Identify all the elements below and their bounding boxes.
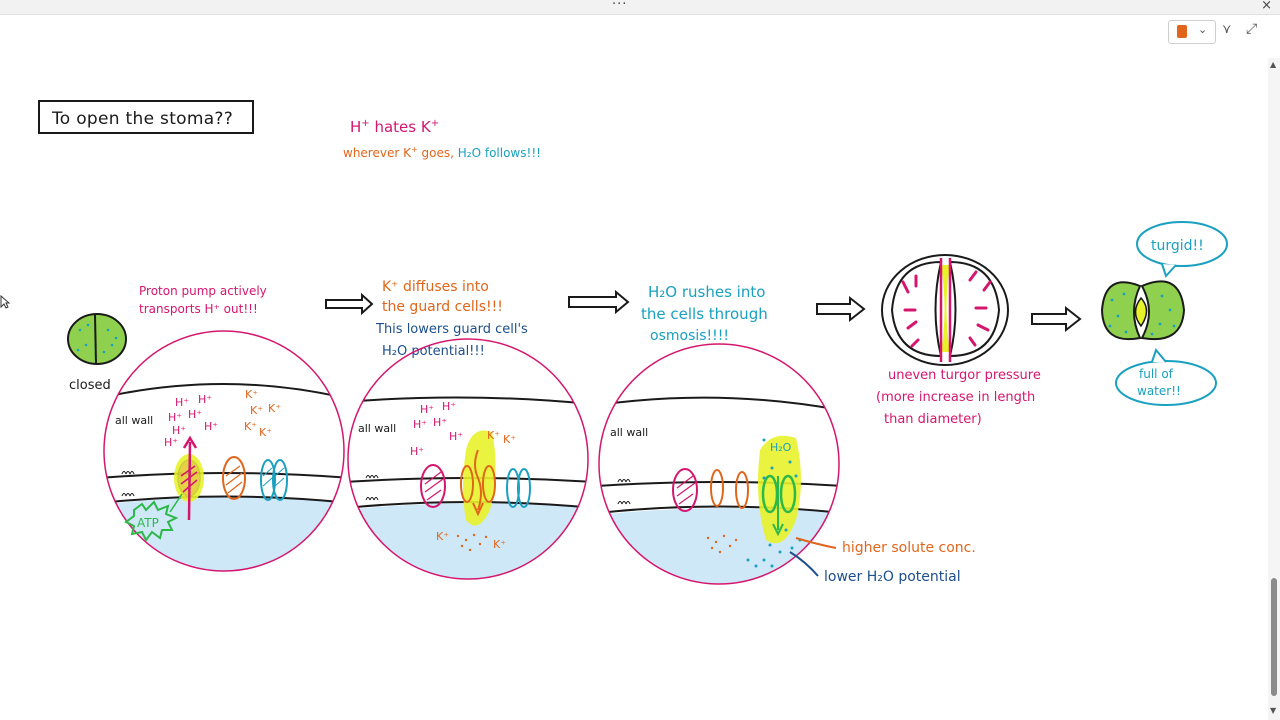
k-ion: K⁺	[493, 538, 506, 551]
uneven-line2: (more increase in length	[876, 390, 1036, 405]
h2o-label: H₂O	[770, 441, 792, 454]
step3-line1: H₂O rushes into	[648, 283, 766, 301]
full-of-label: full of	[1139, 367, 1174, 381]
note-h-hates-k: H+ hates K+	[350, 118, 440, 136]
title-box: To open the stoma??	[38, 100, 254, 134]
arrow-1	[325, 292, 374, 316]
h-ion: H⁺	[172, 424, 186, 437]
turgid-label: turgid!!	[1151, 238, 1204, 254]
arrow-4	[1031, 305, 1082, 333]
open-stoma-icon	[1100, 280, 1186, 341]
note-h2o-follows: H₂O follows!!!	[457, 146, 541, 160]
h-ion: H⁺	[442, 400, 456, 413]
turgid-callout: turgid!!	[1136, 221, 1228, 278]
step1-line2: transports H⁺ out!!!	[139, 302, 258, 316]
step3-line3: osmosis!!!!	[650, 328, 729, 344]
open-stoma-cross-section	[881, 254, 1009, 366]
atp-burst-icon	[124, 500, 179, 542]
cell-wall-label-1: all wall	[115, 414, 154, 427]
step2-line2: the guard cells!!!	[382, 299, 503, 315]
uneven-line1: uneven turgor pressure	[888, 368, 1041, 383]
k-ion: K⁺	[436, 530, 449, 543]
h-ion: H⁺	[420, 403, 434, 416]
k-ion: K⁺	[244, 420, 257, 433]
step2-line3: This lowers guard cell's	[376, 322, 528, 337]
closed-label: closed	[69, 378, 111, 393]
step1-line1: Proton pump actively	[139, 284, 267, 298]
h-ion: H⁺	[410, 445, 424, 458]
pen-icon[interactable]: ⋎	[1222, 22, 1232, 37]
h-ion: H⁺	[164, 436, 178, 449]
h-ion: H⁺	[175, 396, 189, 409]
note-hates: hates	[374, 118, 417, 136]
membrane-circle-1: ATP H⁺ H⁺ H⁺ H⁺ H⁺ H⁺ H⁺ K⁺ K⁺ K⁺ K⁺ K⁺	[103, 330, 345, 572]
note-wherever-text: wherever	[343, 146, 400, 160]
step3-line2: the cells through	[641, 305, 768, 323]
notebook-button[interactable]: ⌄	[1168, 20, 1216, 44]
vertical-scrollbar[interactable]: ▲ ▼	[1268, 58, 1280, 720]
lower-potential-label: lower H₂O potential	[824, 569, 961, 585]
membrane-circle-3: H₂O	[598, 343, 840, 585]
h-ion: H⁺	[433, 416, 447, 429]
water-label: water!!	[1137, 384, 1181, 398]
h-ion: H⁺	[188, 408, 202, 421]
scrollbar-thumb[interactable]	[1271, 578, 1277, 696]
cell-wall-label-2: all wall	[358, 422, 397, 435]
atp-label: ATP	[137, 516, 159, 530]
notebook-icon	[1177, 25, 1187, 38]
closed-stoma-icon	[67, 313, 127, 365]
note-wherever: wherever K+ goes, H₂O follows!!!	[343, 145, 541, 160]
scroll-up-icon[interactable]: ▲	[1270, 60, 1277, 69]
h-ion: H⁺	[449, 430, 463, 443]
k-ion: K⁺	[245, 388, 258, 401]
k-ion: K⁺	[250, 404, 263, 417]
cell-wall-label-3: all wall	[610, 426, 649, 439]
mouse-cursor-icon	[0, 295, 10, 309]
higher-solute-label: higher solute conc.	[842, 540, 976, 556]
membrane-circle-2: H⁺ H⁺ H⁺ H⁺ H⁺ H⁺ K⁺ K⁺ K⁺ K⁺	[347, 338, 589, 580]
scroll-down-icon[interactable]: ▼	[1270, 706, 1277, 715]
note-wherever-k: K	[403, 146, 411, 160]
h-ion: H⁺	[413, 418, 427, 431]
k-ion: K⁺	[268, 402, 281, 415]
top-bar: ··· ×	[0, 0, 1280, 15]
note-goes: goes,	[421, 146, 454, 160]
page-title: To open the stoma??	[52, 109, 234, 129]
uneven-line3: than diameter)	[884, 412, 982, 427]
arrow-2	[568, 289, 630, 315]
full-of-water-callout: full of water!!	[1115, 347, 1217, 406]
menu-dots-icon[interactable]: ···	[612, 0, 628, 12]
chevron-down-icon[interactable]: ⌄	[1198, 23, 1208, 36]
note-h: H	[350, 118, 362, 136]
h-ion: H⁺	[204, 420, 218, 433]
note-k: K	[420, 118, 431, 136]
k-ion: K⁺	[259, 426, 272, 439]
expand-icon[interactable]: ⤢	[1246, 21, 1258, 37]
arrow-3	[816, 295, 866, 323]
close-icon[interactable]: ×	[1261, 0, 1272, 13]
step2-line1: K⁺ diffuses into	[382, 279, 489, 295]
h-ion: H⁺	[168, 411, 182, 424]
h-ion: H⁺	[198, 393, 212, 406]
k-ion: K⁺	[487, 429, 500, 442]
k-ion: K⁺	[503, 433, 516, 446]
